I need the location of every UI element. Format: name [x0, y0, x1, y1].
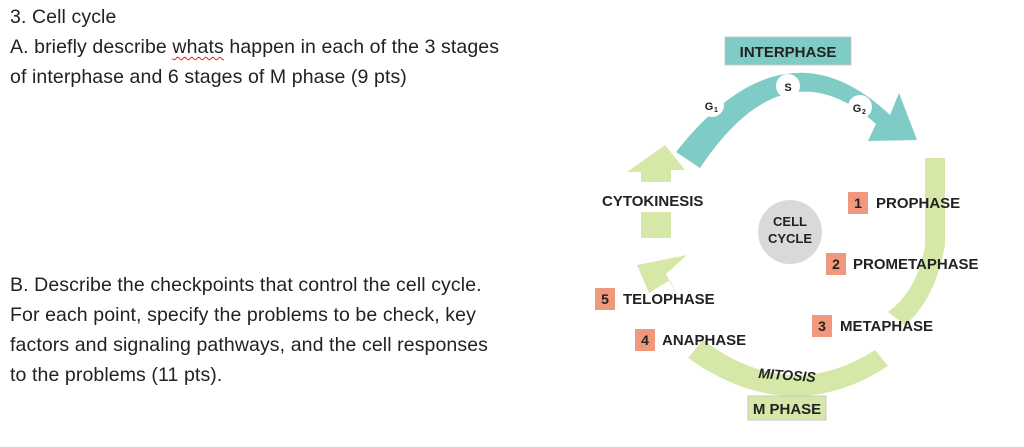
part-b-line: For each point, specify the problems to … [10, 304, 476, 326]
stage-number: 3 [818, 318, 826, 334]
m-phase-label: M PHASE [753, 401, 821, 418]
interphase-label: INTERPHASE [740, 44, 837, 61]
stage-name: PROPHASE [876, 195, 960, 212]
stage-metaphase: 3 METAPHASE [812, 315, 933, 337]
center-circle: CELL CYCLE [758, 200, 822, 264]
stage-prometaphase: 2 PROMETAPHASE [826, 253, 979, 275]
misspelled-word[interactable]: whats [172, 36, 224, 58]
svg-text:1: 1 [714, 107, 718, 114]
part-a-line-1: A. briefly describe whats happen in each… [10, 32, 590, 62]
mitosis-label: MITOSIS [758, 365, 817, 385]
stage-number: 4 [641, 332, 649, 348]
cytokinesis-arrow [627, 145, 685, 238]
g1-label: G [705, 101, 714, 113]
part-b-line: B. Describe the checkpoints that control… [10, 274, 482, 296]
part-a-line-1-prefix: A. briefly describe [10, 36, 173, 58]
stage-number: 5 [601, 291, 609, 307]
part-a-line-2: of interphase and 6 stages of M phase (9… [10, 66, 407, 88]
svg-text:G: G [705, 101, 714, 113]
question-part-a: A. briefly describe whats happen in each… [10, 32, 590, 92]
cytokinesis-label: CYTOKINESIS [602, 193, 703, 210]
s-phase-marker: S [776, 74, 800, 98]
g1-subscript: 1 [714, 107, 718, 114]
interphase-label-box: INTERPHASE [724, 36, 852, 66]
m-phase-label-box: M PHASE [747, 395, 827, 421]
stage-number: 1 [854, 195, 862, 211]
stage-name: ANAPHASE [662, 332, 746, 349]
m-phase-arc-right [888, 158, 945, 325]
g2-subscript: 2 [862, 109, 866, 116]
part-b-line: factors and signaling pathways, and the … [10, 334, 489, 356]
stage-prophase: 1 PROPHASE [848, 192, 960, 214]
question-part-b: B. Describe the checkpoints that control… [10, 270, 590, 390]
stage-name: PROMETAPHASE [853, 256, 979, 273]
stage-anaphase: 4 ANAPHASE [635, 329, 746, 351]
center-label-line-2: CYCLE [768, 231, 812, 246]
g1-phase-marker: G 1 [700, 93, 724, 117]
svg-text:2: 2 [862, 109, 866, 116]
cell-cycle-diagram: INTERPHASE S G 1 G 2 CELL CYCLE CYTOKINE… [595, 36, 979, 421]
stage-telophase: 5 TELOPHASE [595, 288, 715, 310]
part-b-line: to the problems (11 pts). [10, 364, 223, 386]
stage-number: 2 [832, 256, 840, 272]
m-phase-arrow-left [637, 255, 687, 300]
stage-name: METAPHASE [840, 318, 933, 335]
part-a-line-1-suffix: happen in each of the 3 stages [223, 36, 500, 58]
question-title: 3. Cell cycle [10, 6, 117, 28]
m-phase-arc-bottom [688, 340, 888, 397]
g2-label: G [853, 103, 862, 115]
s-phase-label: S [784, 82, 791, 94]
svg-text:G: G [853, 103, 862, 115]
stage-name: TELOPHASE [623, 291, 715, 308]
g2-phase-marker: G 2 [848, 95, 872, 119]
center-label-line-1: CELL [773, 214, 807, 229]
